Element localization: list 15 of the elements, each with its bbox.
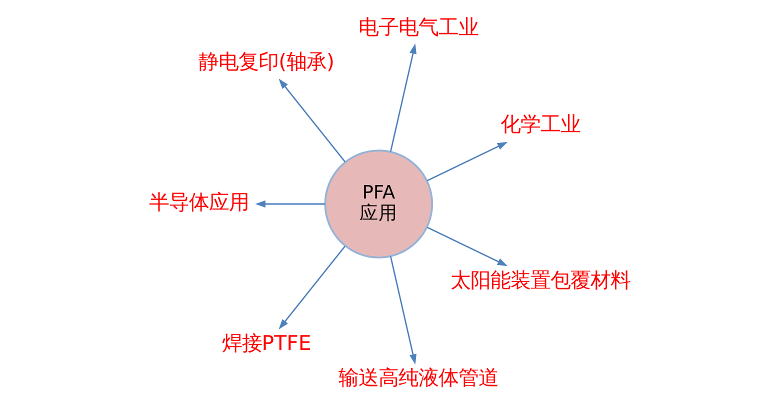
node-text: 静电复印(轴承) bbox=[198, 50, 335, 74]
arrow bbox=[390, 256, 417, 364]
node-circle: PFA 应用 bbox=[324, 150, 434, 258]
arrow bbox=[278, 246, 346, 330]
arrow bbox=[426, 226, 508, 266]
node-text: 半导体应用 bbox=[148, 190, 249, 214]
arrow bbox=[390, 44, 417, 152]
node-text: 输送高纯液体管道 bbox=[338, 366, 499, 390]
arrow bbox=[278, 78, 346, 162]
node-text: 太阳能装置包覆材料 bbox=[450, 268, 631, 292]
arrow bbox=[426, 142, 508, 182]
node-text: 化学工业 bbox=[500, 112, 581, 136]
node-text: 焊接PTFE bbox=[222, 330, 312, 355]
node-text: 电子电气工业 bbox=[358, 14, 479, 39]
arrow bbox=[255, 200, 325, 208]
